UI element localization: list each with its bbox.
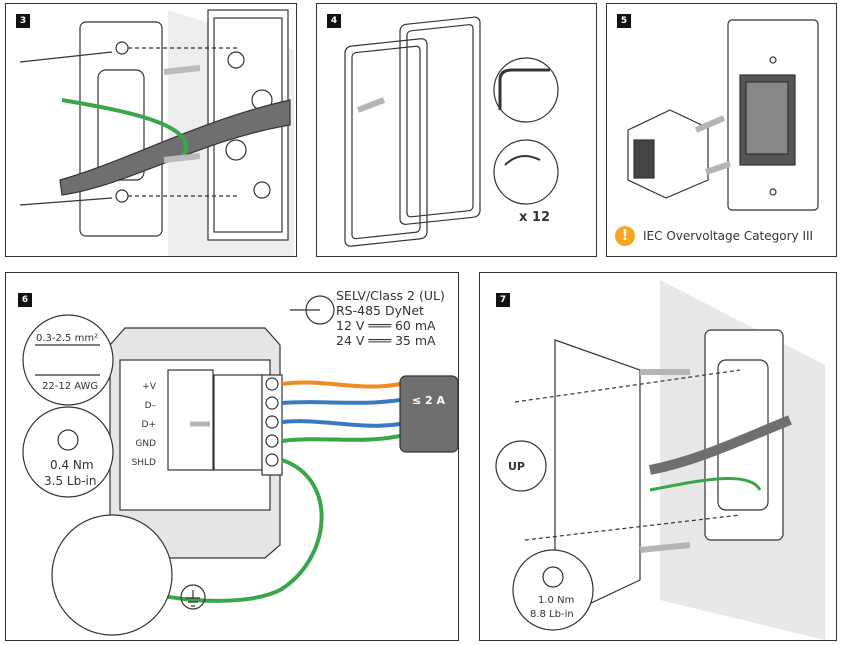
terminal-label: D– [144, 401, 156, 411]
up-label: UP [508, 460, 525, 473]
step-6-illustration [22, 295, 459, 636]
wire-size-mm: 0.3-2.5 mm² [36, 333, 99, 344]
cable-rating: ≤ 2 A [412, 394, 446, 407]
terminal-label: +V [142, 382, 156, 392]
spec-block: SELV/Class 2 (UL) RS-485 DyNet 12 V ═══ … [336, 288, 445, 348]
warning-text: IEC Overvoltage Category III [643, 229, 814, 243]
quantity-label: x 12 [519, 210, 551, 225]
step-number: 7 [496, 293, 510, 307]
spec-line: 12 V ═══ 60 mA [336, 318, 436, 333]
torque-nm: 0.4 Nm [50, 458, 94, 472]
step-number: 5 [617, 14, 631, 28]
terminal-screws [265, 377, 279, 467]
spec-line: 24 V ═══ 35 mA [336, 333, 436, 348]
terminal-label: D+ [141, 420, 156, 430]
terminal-label: SHLD [131, 458, 156, 468]
step-3-illustration [19, 9, 294, 256]
terminal-label: GND [135, 439, 156, 449]
step-7-illustration [495, 280, 825, 640]
step-number: 6 [18, 293, 32, 307]
spec-line: SELV/Class 2 (UL) [336, 288, 445, 303]
step-number: 3 [16, 14, 30, 28]
torque-lbin: 8.8 Lb-in [530, 609, 574, 620]
terminal-labels: +V D– D+ GND SHLD [130, 378, 156, 473]
step-5-illustration [627, 19, 819, 211]
torque-nm: 1.0 Nm [538, 595, 575, 606]
wire-size-awg: 22-12 AWG [42, 381, 99, 392]
torque-lbin: 3.5 Lb-in [44, 474, 97, 488]
warning-icon: ! [615, 226, 635, 246]
step-number: 4 [327, 14, 341, 28]
step-4-illustration [344, 16, 559, 247]
spec-line: RS-485 DyNet [336, 303, 424, 318]
